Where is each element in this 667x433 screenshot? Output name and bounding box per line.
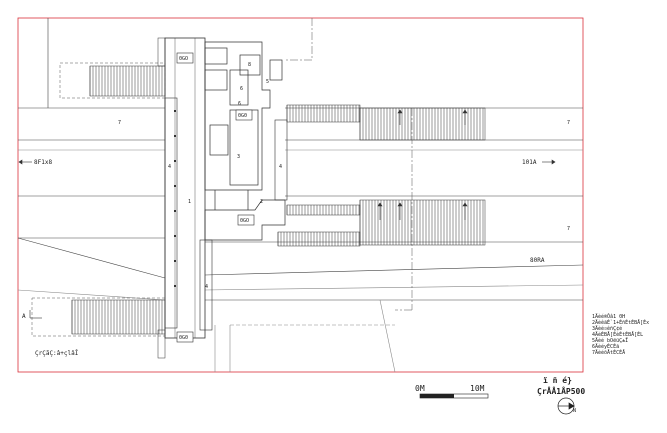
room-number: 6 [240, 86, 243, 92]
direction-right-label: 101A [522, 159, 537, 166]
direction-left-label: 8F1x8 [34, 159, 52, 166]
platform [164, 37, 206, 339]
north-label: N [573, 408, 576, 414]
legend-item: 7ÄèéõÅtÉCÉÅ [592, 348, 625, 356]
equipment-box-label: 0G0 [238, 113, 247, 119]
center-lines [285, 18, 413, 311]
room-number: 7 [567, 120, 570, 126]
north-arrow-icon: N [557, 397, 576, 415]
stair-outline [89, 65, 166, 97]
room-number: 7 [567, 226, 570, 232]
stair-outline [277, 231, 361, 247]
title-line-1: ï ñ é} [543, 375, 572, 385]
section-marker-label: A [22, 313, 26, 320]
room-number: 3 [237, 154, 240, 160]
room-number: 4 [168, 164, 171, 170]
equipment-boxes [176, 52, 255, 343]
drawing-frame [17, 17, 584, 373]
scale-end-label: 10M [470, 384, 485, 393]
stair-outline [359, 199, 486, 246]
equipment-box-label: 0GO [240, 218, 249, 224]
room-numbers: 1 2 3 4 4 4 5 6 6 8 7 7 7 [118, 62, 570, 290]
title-line-2: ÇrÅÅ1ÅP500 [537, 386, 585, 396]
legend-item: 6ÄèéyÉCÉã [592, 342, 619, 350]
legend: 1Äèé®Ôâ1 0H 2ÄèêãÉ`1+ÉñÉtÉBÅ[Éx 3Äèé¤êñÇ… [592, 313, 649, 356]
equipment-box-label: 0G0 [179, 335, 188, 341]
bottom-left-label: ÇrÇãÇ:â+çlâÎ [35, 350, 79, 357]
direction-arrows [18, 159, 556, 165]
scale-bar: 0M 10M [415, 384, 489, 399]
drawing-title: ï ñ é} ÇrÅÅ1ÅP500 [537, 375, 585, 396]
tracks [164, 97, 288, 331]
room-number: 2 [260, 199, 263, 205]
section-marker [29, 310, 42, 319]
room-number: 4 [205, 284, 208, 290]
scale-start-label: 0M [415, 384, 425, 393]
stair-hatching [71, 65, 486, 335]
legend-item: 1Äèé®Ôâ1 0H [592, 313, 625, 320]
legend-item: 4ÄèÉBÅ[ÉèÉtÉBÅ[ÉL [592, 330, 643, 338]
stair-outline [71, 299, 166, 335]
room-number: 5 [266, 79, 269, 85]
legend-item: 5Äèé bOëüÇ±Ï [592, 337, 628, 344]
street-lines [17, 18, 584, 373]
room-number: 1 [188, 199, 191, 205]
legend-item: 2ÄèêãÉ`1+ÉñÉtÉBÅ[Éx [592, 318, 649, 326]
stair-arrows [377, 109, 468, 220]
stair-outline [286, 104, 361, 123]
stair-outline [286, 204, 361, 216]
room-number: 8 [248, 62, 251, 68]
equipment-box-label: 0GO [179, 56, 188, 62]
room-number: 4 [279, 164, 282, 170]
road-label: 80RA [530, 257, 545, 264]
legend-item: 3Äèé¤êñÇ¢é [592, 325, 622, 332]
station-building [204, 41, 286, 241]
dashed-outlines [31, 62, 166, 337]
room-number: 6 [238, 101, 241, 107]
room-number: 7 [118, 120, 121, 126]
platform-columns [174, 110, 176, 287]
